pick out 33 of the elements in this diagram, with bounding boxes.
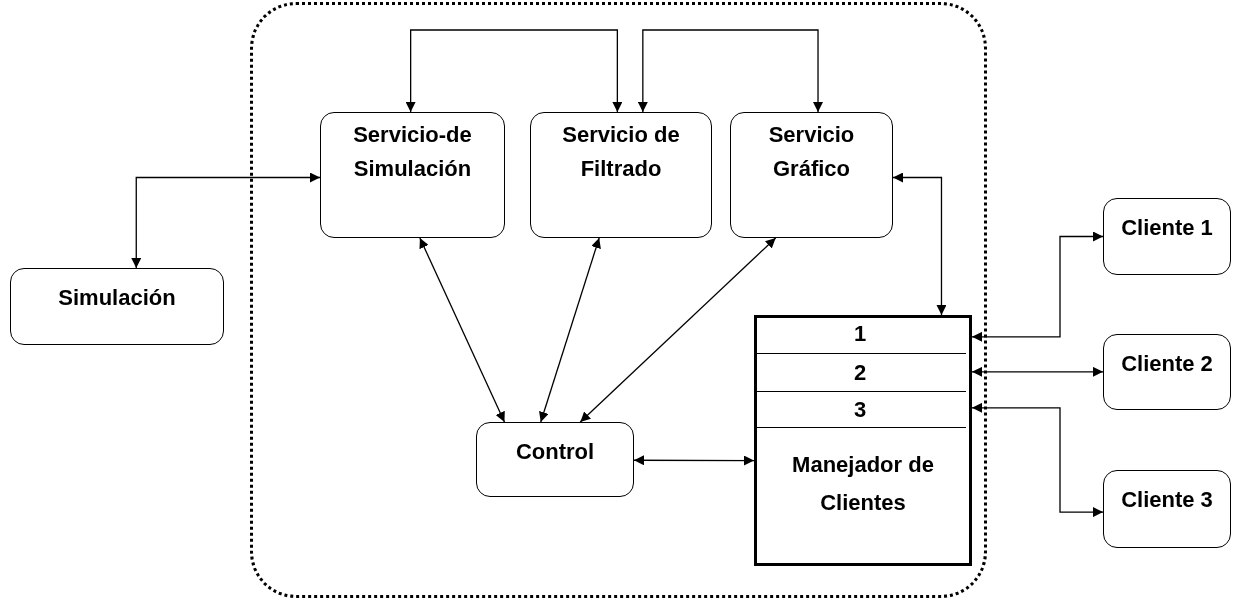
process-box (730, 112, 893, 238)
box-label: Cliente 2 (1121, 350, 1213, 378)
arrow (633, 455, 755, 466)
box-label: Manejador de Clientes (791, 451, 935, 517)
arrow (971, 402, 1104, 518)
arrow (637, 29, 823, 113)
box-label: Servicio Gráfico (767, 121, 856, 183)
process-box (1103, 334, 1231, 410)
box-label: Cliente 3 (1121, 486, 1213, 514)
arrow (405, 29, 623, 113)
process-box (10, 268, 224, 345)
box-label: Simulación (58, 284, 176, 312)
arrow (971, 366, 1104, 377)
process-box (320, 112, 505, 238)
arrow (579, 237, 777, 423)
process-box (1103, 470, 1231, 548)
box-label: Cliente 1 (1121, 214, 1213, 242)
client-manager-box (754, 315, 972, 566)
box-label: Control (515, 438, 595, 466)
system-boundary (250, 2, 987, 598)
box-label: Servicio de Filtrado (561, 121, 681, 183)
slot-row: 3 (754, 392, 966, 428)
arrow (892, 172, 947, 316)
arrow (419, 237, 506, 423)
arrow (971, 231, 1104, 342)
arrow (131, 172, 321, 269)
box-label: Servicio-de Simulación (352, 121, 473, 183)
process-box (476, 422, 634, 497)
process-box (530, 112, 712, 238)
slot-row: 1 (754, 315, 966, 354)
slot-row: 2 (754, 354, 966, 392)
process-box (1103, 198, 1231, 275)
arrow (539, 237, 601, 423)
